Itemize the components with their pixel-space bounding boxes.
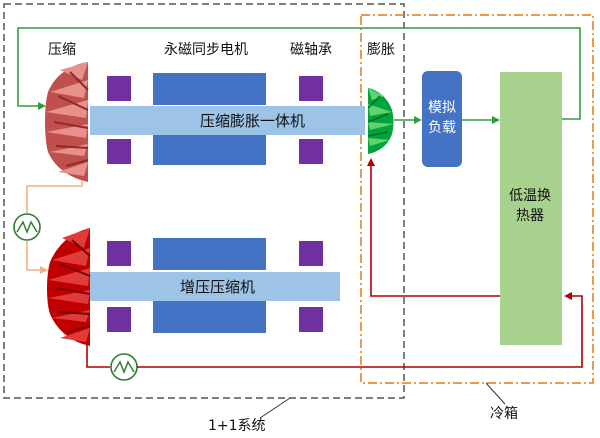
red-hx-to-expander — [367, 158, 500, 297]
red-compressor-outlet — [86, 344, 110, 368]
compress-label: 压缩 — [48, 42, 76, 58]
bearing-label: 磁轴承 — [290, 42, 332, 58]
top-motor-lower — [153, 133, 266, 165]
top-bearing-right-lower — [299, 139, 323, 164]
heat-exchanger-label-1: 低温换 — [509, 187, 551, 204]
top-shaft-label: 压缩膨胀一体机 — [200, 112, 305, 130]
orange-to-bottom-compressor — [26, 241, 48, 274]
coldbox-label: 冷箱 — [490, 406, 518, 422]
motor-label: 永磁同步电机 — [164, 42, 248, 58]
system-label: 1+1系统 — [208, 418, 266, 434]
top-compressor-impeller-icon — [45, 62, 89, 182]
simulated-load-box — [422, 71, 462, 167]
bottom-motor-upper — [153, 238, 266, 270]
simulated-load-label-2: 负载 — [428, 120, 456, 136]
top-shaft — [90, 106, 365, 135]
green-return-line — [17, 27, 581, 120]
coldbox-callout-line — [485, 382, 506, 405]
bottom-compressor-impeller-icon — [47, 228, 91, 346]
bottom-bearing-left-upper — [107, 241, 131, 266]
system-callout-line — [259, 397, 291, 419]
bottom-shaft-label: 增压压缩机 — [180, 278, 255, 296]
bottom-bearing-left-lower — [107, 307, 131, 332]
bottom-bearing-right-upper — [299, 241, 323, 266]
top-bearing-left-upper — [107, 76, 131, 101]
simulated-load-label-1: 模拟 — [428, 100, 456, 116]
intercooler-icon — [13, 213, 41, 241]
heat-exchanger-label-2: 热器 — [516, 208, 544, 224]
expand-label: 膨胀 — [367, 41, 395, 58]
bottom-bearing-right-lower — [299, 307, 323, 332]
red-to-hx-line — [137, 292, 583, 368]
heat-exchanger-box — [500, 72, 562, 345]
top-bearing-right-upper — [299, 76, 323, 101]
top-motor-upper — [153, 73, 266, 105]
coldbox-boundary — [360, 14, 594, 384]
bottom-motor-lower — [153, 301, 266, 333]
orange-intercooler-line — [26, 180, 83, 213]
expander-impeller-icon — [367, 88, 394, 154]
system-boundary — [3, 3, 405, 399]
bottom-shaft — [90, 272, 340, 301]
top-bearing-left-lower — [107, 139, 131, 164]
aftercooler-icon — [110, 353, 138, 381]
